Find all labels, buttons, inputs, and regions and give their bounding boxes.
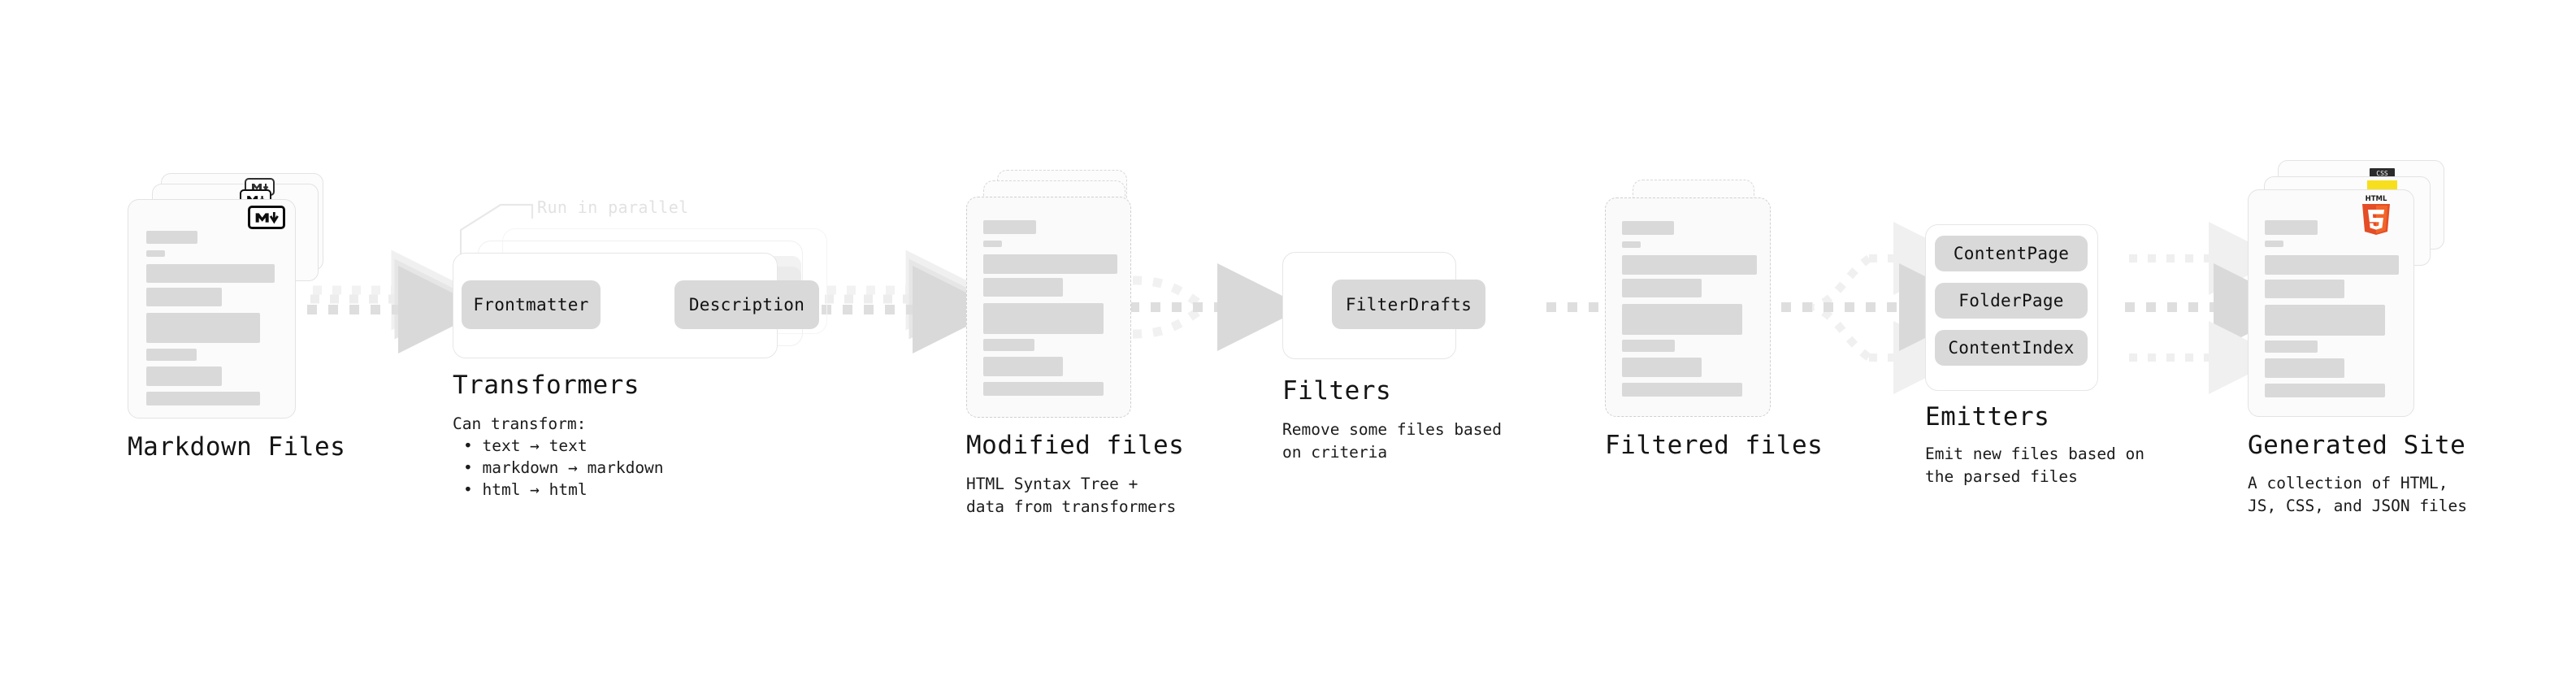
stage-title-generated-site: Generated Site bbox=[2248, 431, 2466, 460]
arrow-filtered-to-emitters bbox=[1781, 222, 1987, 394]
modified-file-card bbox=[966, 197, 1131, 418]
arrow-transformers-to-modified bbox=[822, 249, 1000, 354]
content-bar bbox=[1622, 304, 1742, 335]
stage-desc-transformers: Can transform: bbox=[453, 414, 587, 433]
stage-title-filtered-files: Filtered files bbox=[1605, 431, 1824, 460]
stage-desc-generated-site: A collection of HTML, JS, CSS, and JSON … bbox=[2248, 474, 2468, 515]
arrow-emitters-to-site bbox=[2125, 222, 2301, 394]
emitter-pill-contentindex[interactable]: ContentIndex bbox=[1935, 330, 2088, 366]
content-bar bbox=[146, 313, 260, 343]
content-bar bbox=[1622, 383, 1742, 397]
stage-title-markdown-files: Markdown Files bbox=[128, 432, 346, 462]
transform-bullet-html: • html → html bbox=[463, 480, 588, 499]
content-bar bbox=[146, 264, 275, 283]
svg-text:CSS: CSS bbox=[2376, 170, 2388, 177]
content-bar bbox=[983, 339, 1034, 351]
stage-title-filters: Filters bbox=[1282, 376, 1392, 406]
content-bar bbox=[2265, 255, 2399, 275]
content-bar bbox=[146, 288, 222, 306]
content-bar bbox=[1622, 241, 1641, 248]
content-bar bbox=[2265, 305, 2385, 336]
stage-title-emitters: Emitters bbox=[1925, 402, 2050, 432]
stage-desc-emitters: Emit new files based on the parsed files bbox=[1925, 445, 2145, 486]
content-bar bbox=[983, 220, 1036, 234]
content-bar bbox=[146, 367, 222, 386]
content-bar bbox=[146, 231, 197, 244]
content-bar bbox=[983, 303, 1104, 334]
markdown-file-card bbox=[128, 199, 296, 419]
content-bar bbox=[146, 250, 165, 257]
svg-text:HTML: HTML bbox=[2366, 195, 2387, 203]
content-bar bbox=[983, 278, 1063, 297]
emitter-pill-contentpage[interactable]: ContentPage bbox=[1935, 236, 2088, 271]
run-in-parallel-label: Run in parallel bbox=[537, 197, 689, 217]
content-bar bbox=[983, 382, 1104, 396]
filtered-file-card bbox=[1605, 197, 1771, 417]
stage-desc-modified-files: HTML Syntax Tree + data from transformer… bbox=[966, 475, 1177, 516]
filter-pill-filterdrafts[interactable]: FilterDrafts bbox=[1332, 280, 1485, 329]
content-bar bbox=[2265, 220, 2318, 235]
stage-title-transformers: Transformers bbox=[453, 371, 640, 400]
content-bar bbox=[1622, 255, 1757, 275]
emitter-pill-folderpage[interactable]: FolderPage bbox=[1935, 283, 2088, 319]
content-bar bbox=[146, 349, 197, 361]
content-bar bbox=[1622, 358, 1702, 377]
content-bar bbox=[2265, 358, 2344, 378]
content-bar bbox=[2265, 384, 2385, 397]
transform-bullet-markdown: • markdown → markdown bbox=[463, 458, 664, 477]
content-bar bbox=[983, 254, 1117, 274]
html5-badge: HTML bbox=[2357, 193, 2395, 235]
markdown-badge bbox=[248, 206, 285, 229]
arrow-markdown-to-transformers bbox=[307, 249, 486, 354]
content-bar bbox=[1622, 279, 1702, 297]
transform-bullet-text: • text → text bbox=[463, 436, 588, 455]
content-bar bbox=[983, 357, 1063, 376]
content-bar bbox=[2265, 340, 2318, 353]
content-bar bbox=[1622, 221, 1674, 235]
content-bar bbox=[2265, 280, 2344, 298]
stage-desc-filters: Remove some files based on criteria bbox=[1282, 420, 1503, 462]
content-bar bbox=[983, 241, 1002, 247]
transformer-pill-description[interactable]: Description bbox=[674, 280, 819, 329]
transformer-pill-frontmatter[interactable]: Frontmatter bbox=[462, 280, 601, 329]
stage-title-modified-files: Modified files bbox=[966, 431, 1185, 460]
content-bar bbox=[146, 392, 260, 406]
arrow-modified-to-filters bbox=[1130, 263, 1305, 351]
content-bar bbox=[2265, 241, 2283, 247]
content-bar bbox=[1622, 340, 1675, 352]
